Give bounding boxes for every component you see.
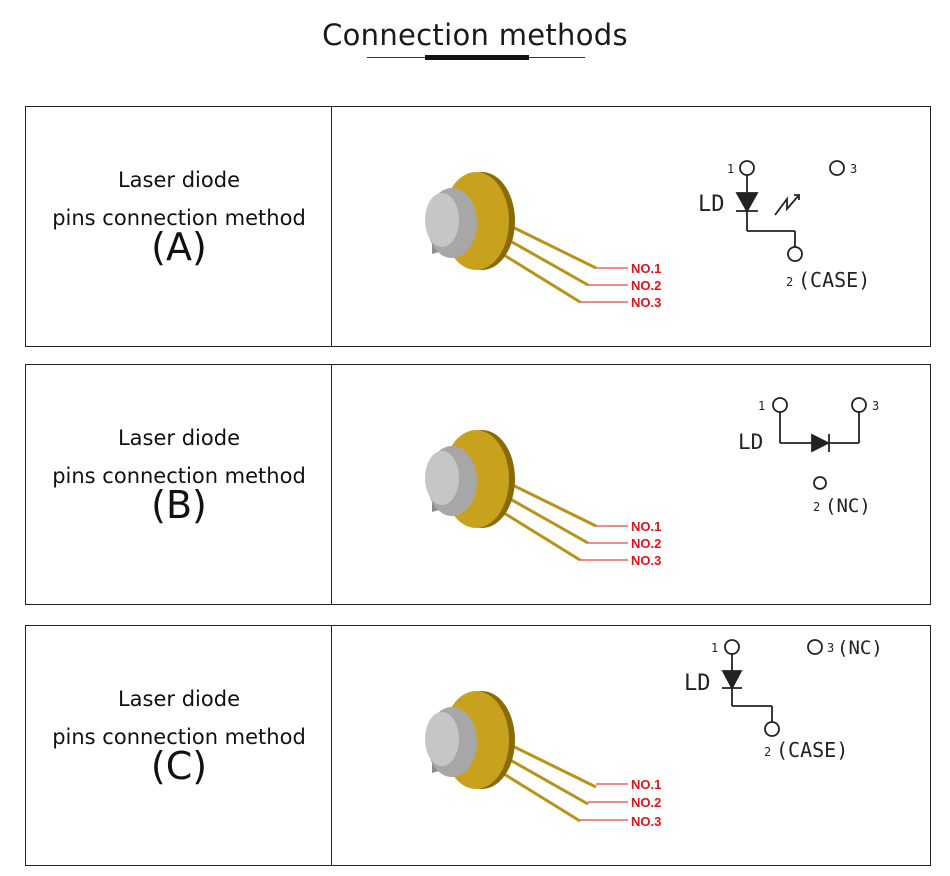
schematic-pin1-terminal <box>724 639 740 655</box>
pin-label-no2: NO.2 <box>631 278 661 293</box>
schematic-device-label: LD <box>738 430 763 454</box>
schematic: 1 LD 3 2 (CASE) <box>698 160 870 292</box>
schematic-pin2-note: (NC) <box>825 495 871 517</box>
schematic-pin3-terminal <box>829 160 845 176</box>
schematic-pin3-number: 3 <box>872 399 879 413</box>
diode-symbol <box>735 192 759 213</box>
panel-method-b: Laser diode pins connection method (B) N… <box>25 364 931 605</box>
label-pins-connection-method: pins connection method <box>52 725 306 749</box>
schematic-pin3-terminal <box>851 397 867 413</box>
pin-label-no2: NO.2 <box>631 536 661 551</box>
schematic-pin1-terminal <box>739 160 755 176</box>
schematic-pin2-note: (CASE) <box>776 738 848 762</box>
pin-label-no1: NO.1 <box>631 519 661 534</box>
schematic-pin3-number: 3 <box>827 641 834 655</box>
schematic-device-label: LD <box>684 671 711 696</box>
title-underline-accent <box>425 55 529 60</box>
schematic-pin3-terminal <box>807 639 823 655</box>
pin-label-no3: NO.3 <box>631 295 661 310</box>
emission-arrow <box>774 194 800 216</box>
schematic-device-label: LD <box>698 192 725 217</box>
schematic-pin2-number: 2 <box>786 275 793 289</box>
page-title: Connection methods <box>322 18 628 52</box>
emission-arrowhead <box>794 194 800 200</box>
schematic-pin2-terminal <box>764 721 780 737</box>
pin-label-no1: NO.1 <box>631 777 661 792</box>
can-cap <box>425 193 459 247</box>
label-laser-diode: Laser diode <box>117 168 240 192</box>
can-cap <box>425 451 459 505</box>
label-variant: (B) <box>151 483 207 527</box>
label-variant: (C) <box>150 744 208 788</box>
pin-label-no3: NO.3 <box>631 553 661 568</box>
diode-symbol <box>721 670 743 690</box>
diode-symbol <box>811 433 831 453</box>
schematic-pin1-terminal <box>772 397 788 413</box>
pin-label-no2: NO.2 <box>631 795 661 810</box>
pin-leaders: NO.1 NO.2 NO.3 <box>580 777 661 829</box>
diagram-svg: NO.1 NO.2 NO.3 1 3 LD 2 (NC) <box>425 397 879 568</box>
schematic-pin3-note: (NC) <box>837 637 883 659</box>
schematic-pin2-terminal <box>813 476 827 490</box>
panel-diagram-cell: NO.1 NO.2 NO.3 1 3 LD 2 (NC) <box>332 365 930 604</box>
label-variant: (A) <box>151 225 207 269</box>
panel-diagram-cell: NO.1 NO.2 NO.3 1 LD 3 2 (CASE) <box>332 107 930 346</box>
schematic: 1 3 LD 2 (NC) <box>738 397 879 517</box>
panel-diagram-cell: NO.1 NO.2 NO.3 1 LD 3 (NC) 2 (CASE) <box>332 626 930 865</box>
schematic-pin2-number: 2 <box>764 745 771 759</box>
panel-label-cell: Laser diode pins connection method (B) <box>26 365 332 604</box>
schematic-pin1-number: 1 <box>711 641 718 655</box>
pin-label-no1: NO.1 <box>631 261 661 276</box>
can-cap <box>425 712 459 766</box>
laser-diode-photo <box>425 172 597 304</box>
laser-diode-photo <box>425 430 597 562</box>
pin-leaders: NO.1 NO.2 NO.3 <box>580 519 661 568</box>
panel-label-cell: Laser diode pins connection method (C) <box>26 626 332 865</box>
diagram-svg: NO.1 NO.2 NO.3 1 LD 3 (NC) 2 (CASE) <box>425 637 883 829</box>
diagram-svg: NO.1 NO.2 NO.3 1 LD 3 2 (CASE) <box>425 160 870 310</box>
schematic-pin1-number: 1 <box>758 399 765 413</box>
pin-leaders: NO.1 NO.2 NO.3 <box>580 261 661 310</box>
pin-label-no3: NO.3 <box>631 814 661 829</box>
schematic-pin1-number: 1 <box>727 162 734 176</box>
label-pins-connection-method: pins connection method <box>52 206 306 230</box>
panel-method-a: Laser diode pins connection method (A) <box>25 106 931 347</box>
label-laser-diode: Laser diode <box>117 426 240 450</box>
panel-label-cell: Laser diode pins connection method (A) <box>26 107 332 346</box>
schematic-pin2-terminal <box>787 246 803 262</box>
label-pins-connection-method: pins connection method <box>52 464 306 488</box>
label-laser-diode: Laser diode <box>117 687 240 711</box>
schematic-pin3-number: 3 <box>850 162 857 176</box>
laser-diode-photo <box>425 691 597 823</box>
schematic-pin2-note: (CASE) <box>798 268 870 292</box>
schematic-pin2-number: 2 <box>813 500 820 514</box>
schematic: 1 LD 3 (NC) 2 (CASE) <box>684 637 883 762</box>
panel-method-c: Laser diode pins connection method (C) N… <box>25 625 931 866</box>
